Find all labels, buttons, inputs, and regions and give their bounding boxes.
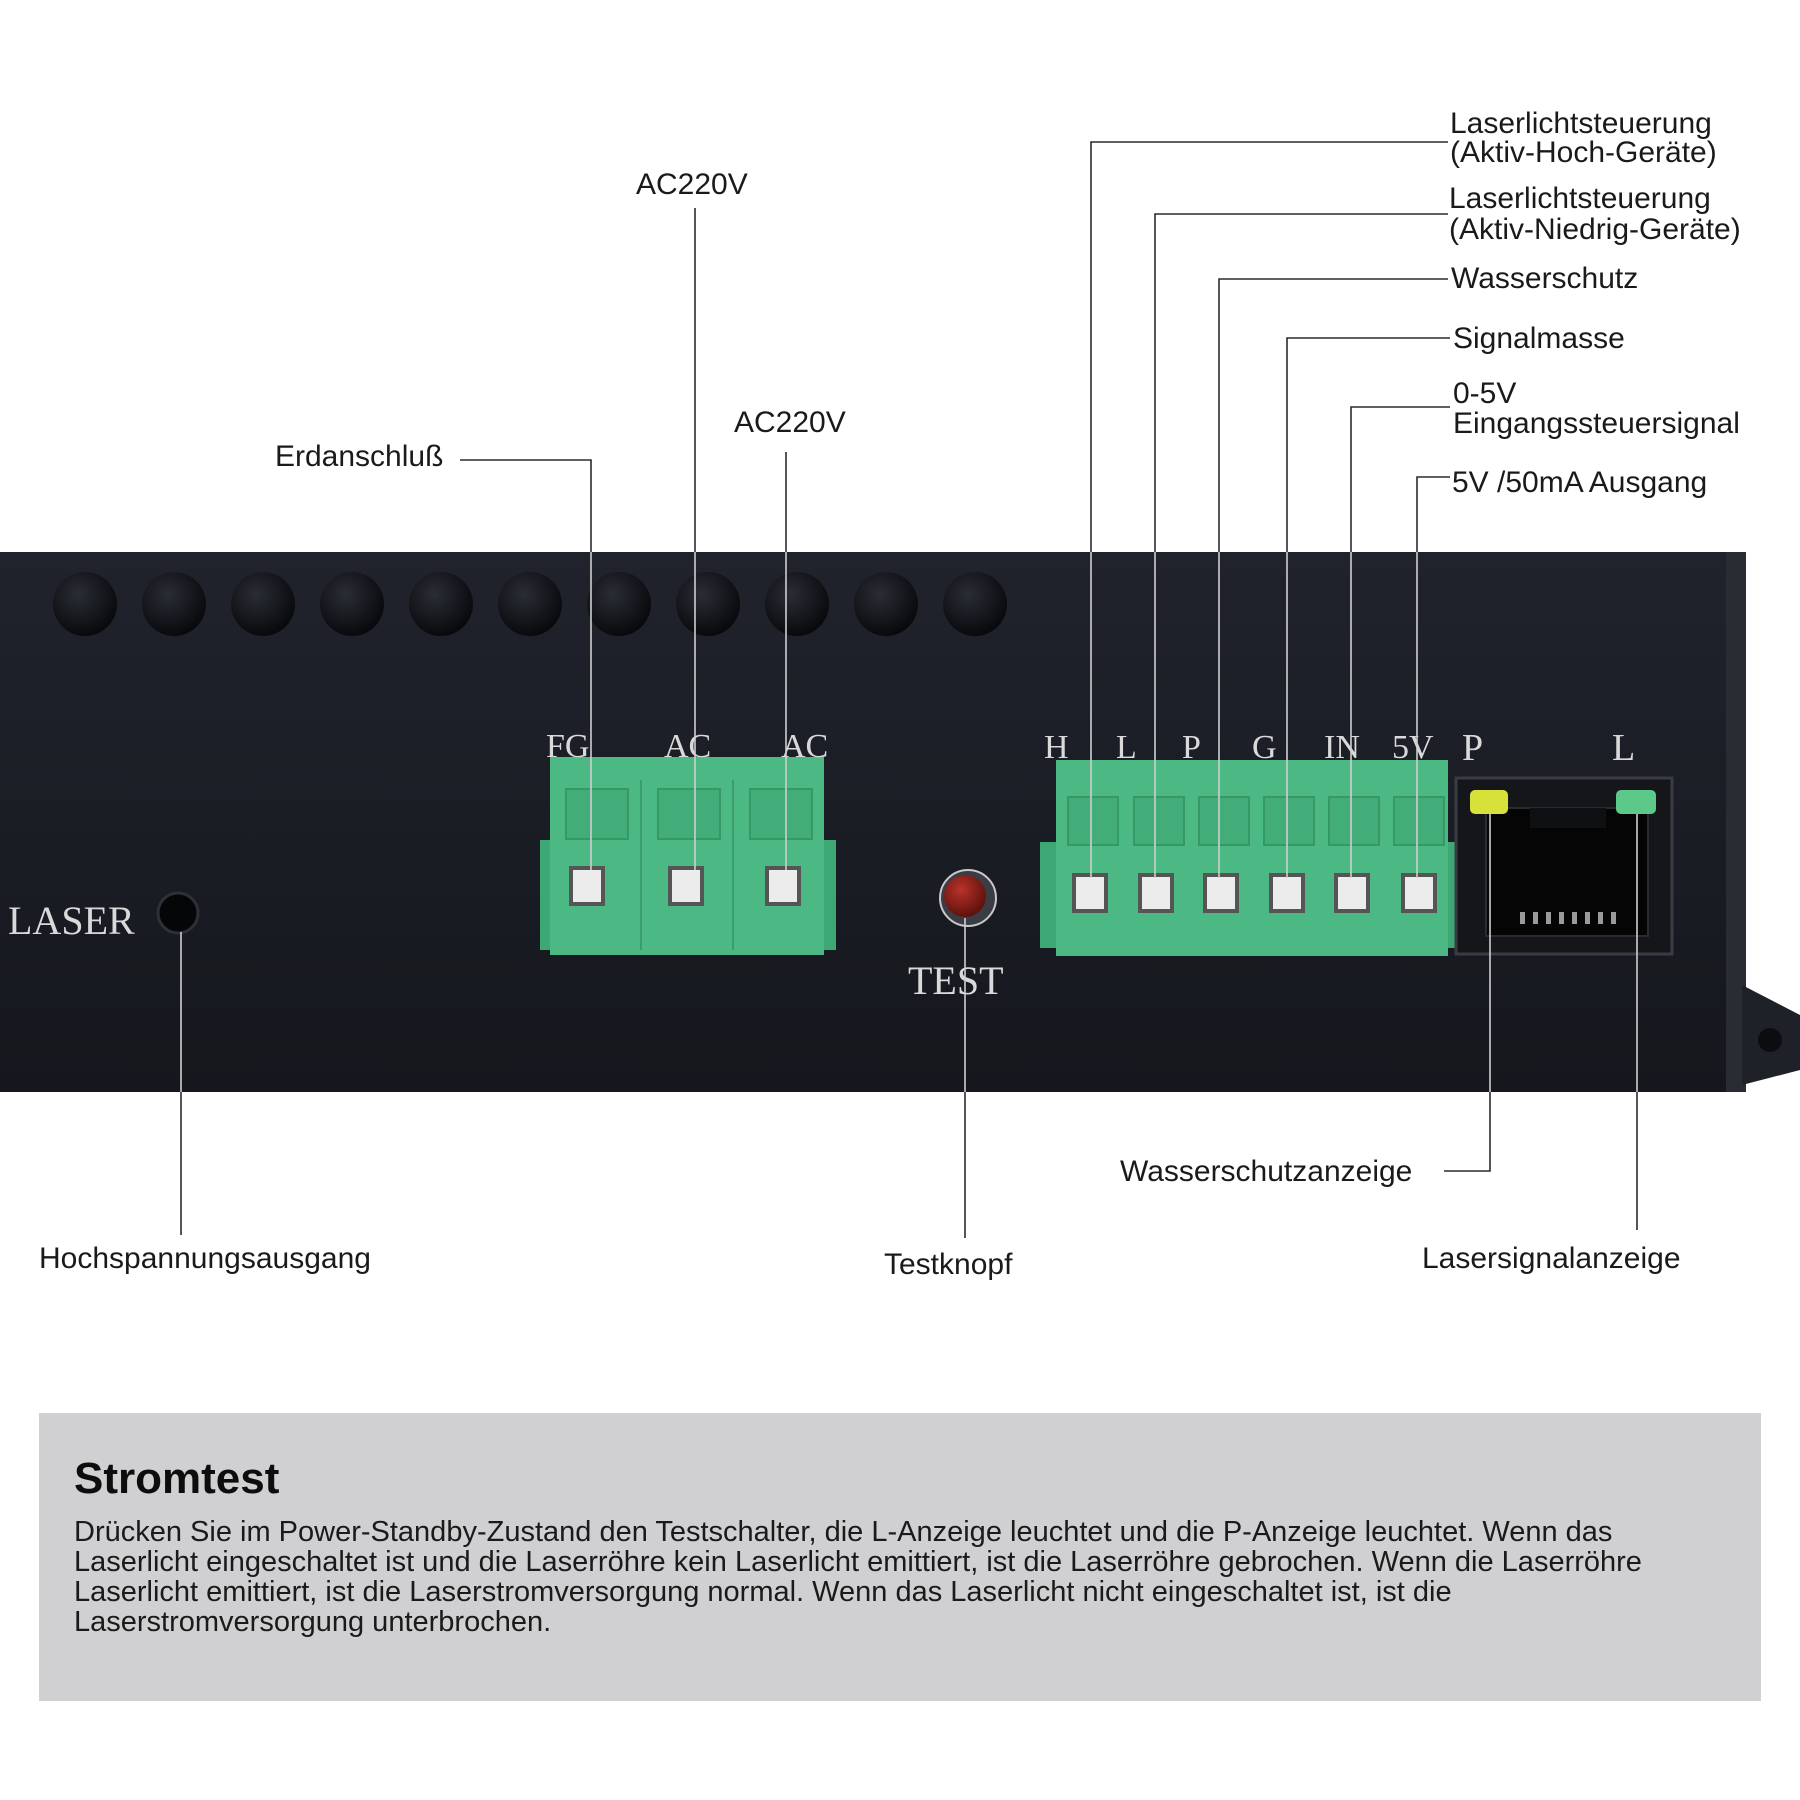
- vent-hole: [676, 572, 740, 636]
- label-test-button: Testknopf: [884, 1248, 1013, 1281]
- terminal-screw-in: [1334, 873, 1370, 913]
- test-button-cap[interactable]: [944, 875, 986, 917]
- terminal-label-h: H: [1044, 729, 1069, 766]
- laser-silkscreen-label: LASER: [8, 898, 135, 943]
- label-laser-control-high-2: (Aktiv-Hoch-Geräte): [1450, 136, 1717, 169]
- terminal-label-ac: AC: [664, 728, 711, 765]
- rj45-contact: [1546, 912, 1551, 924]
- label-ac220v-2: AC220V: [734, 406, 846, 439]
- info-title: Stromtest: [74, 1454, 280, 1503]
- vent-hole: [142, 572, 206, 636]
- terminal-screw-fg: [569, 866, 605, 906]
- leader-line: [1286, 337, 1450, 552]
- rj45-port: P L: [1454, 727, 1674, 956]
- label-high-voltage-output: Hochspannungsausgang: [39, 1242, 371, 1275]
- terminal-slot: [1198, 796, 1250, 846]
- power-supply-housing: LASER FG AC AC TEST: [0, 552, 1800, 1092]
- vent-hole: [53, 572, 117, 636]
- leader-line: [1090, 141, 1448, 552]
- terminal-slot: [749, 788, 813, 840]
- terminal-slot: [1133, 796, 1185, 846]
- leader-line: [1350, 406, 1450, 552]
- terminal-slot: [565, 788, 629, 840]
- terminal-label-p: P: [1182, 729, 1201, 766]
- rj45-opening: [1485, 807, 1649, 937]
- terminal-label-ac: AC: [781, 728, 828, 765]
- vent-holes: [53, 572, 1007, 636]
- rj45-contact: [1598, 912, 1603, 924]
- led-label-l: L: [1612, 727, 1635, 769]
- terminal-screw-h: [1072, 873, 1108, 913]
- signal-terminal-block: H L P G IN 5V: [1040, 729, 1464, 956]
- rj45-key: [1530, 808, 1606, 828]
- high-voltage-output-socket: [156, 891, 200, 935]
- vent-hole: [587, 572, 651, 636]
- rj45-contacts: [1520, 912, 1616, 924]
- leader-line: [1416, 476, 1450, 552]
- label-water-protection: Wasserschutz: [1451, 262, 1638, 295]
- vent-hole: [320, 572, 384, 636]
- terminal-label-g: G: [1252, 729, 1277, 766]
- vent-hole: [231, 572, 295, 636]
- terminal-slot: [1393, 796, 1445, 846]
- info-description: Drücken Sie im Power-Standby-Zustand den…: [74, 1516, 1642, 1639]
- leader-lines: [180, 141, 1638, 1238]
- led-label-p: P: [1462, 727, 1483, 769]
- mains-terminal-block: FG AC AC: [540, 728, 836, 955]
- label-laser-control-low-2: (Aktiv-Niedrig-Geräte): [1449, 213, 1741, 246]
- test-button[interactable]: [939, 869, 997, 927]
- terminal-screw-ac: [668, 866, 704, 906]
- label-ground-connection: Erdanschluß: [275, 440, 443, 473]
- power-test-info-box: Stromtest Drücken Sie im Power-Standby-Z…: [39, 1413, 1761, 1701]
- terminal-slot: [1263, 796, 1315, 846]
- terminal-slot: [1328, 796, 1380, 846]
- label-water-protection-indicator: Wasserschutzanzeige: [1120, 1155, 1412, 1188]
- rj45-contact: [1520, 912, 1525, 924]
- laser-signal-led: [1616, 790, 1656, 814]
- vent-hole: [765, 572, 829, 636]
- vent-hole: [943, 572, 1007, 636]
- mounting-hole: [1758, 1028, 1782, 1052]
- rj45-contact: [1611, 912, 1616, 924]
- label-laser-control-low-1: Laserlichtsteuerung: [1449, 182, 1711, 215]
- leader-line: [1154, 213, 1448, 552]
- callout-labels: Erdanschluß AC220V AC220V Laserlichtsteu…: [39, 107, 1741, 1281]
- terminal-screw-p: [1203, 873, 1239, 913]
- housing-body: [0, 552, 1742, 1092]
- housing-side-edge: [1726, 552, 1746, 1092]
- label-laser-control-high-1: Laserlichtsteuerung: [1450, 107, 1712, 140]
- terminal-screw-5v: [1401, 873, 1437, 913]
- label-5v-output: 5V /50mA Ausgang: [1452, 466, 1707, 499]
- leader-line: [1444, 1092, 1491, 1172]
- label-laser-signal-indicator: Lasersignalanzeige: [1422, 1242, 1681, 1275]
- leader-line: [1218, 278, 1448, 552]
- label-ac220v-1: AC220V: [636, 168, 748, 201]
- water-protection-led: [1470, 790, 1508, 814]
- rj45-contact: [1533, 912, 1538, 924]
- terminal-label-5v: 5V: [1392, 729, 1434, 766]
- vent-hole: [498, 572, 562, 636]
- test-silkscreen-label: TEST: [908, 958, 1004, 1003]
- label-input-signal-1: 0-5V: [1453, 377, 1516, 410]
- terminal-label-fg: FG: [546, 728, 589, 765]
- vent-hole: [854, 572, 918, 636]
- terminal-screw-ac: [765, 866, 801, 906]
- terminal-label-l: L: [1116, 729, 1137, 766]
- terminal-slot: [657, 788, 721, 840]
- label-input-signal-2: Eingangssteuersignal: [1453, 407, 1740, 440]
- label-signal-ground: Signalmasse: [1453, 322, 1625, 355]
- terminal-block-body: [1056, 760, 1448, 956]
- vent-hole: [409, 572, 473, 636]
- rj45-contact: [1559, 912, 1564, 924]
- terminal-screw-g: [1269, 873, 1305, 913]
- terminal-slot: [1067, 796, 1119, 846]
- rj45-contact: [1585, 912, 1590, 924]
- terminal-screw-l: [1138, 873, 1174, 913]
- rj45-contact: [1572, 912, 1577, 924]
- leader-line: [460, 459, 592, 552]
- terminal-label-in: IN: [1324, 729, 1360, 766]
